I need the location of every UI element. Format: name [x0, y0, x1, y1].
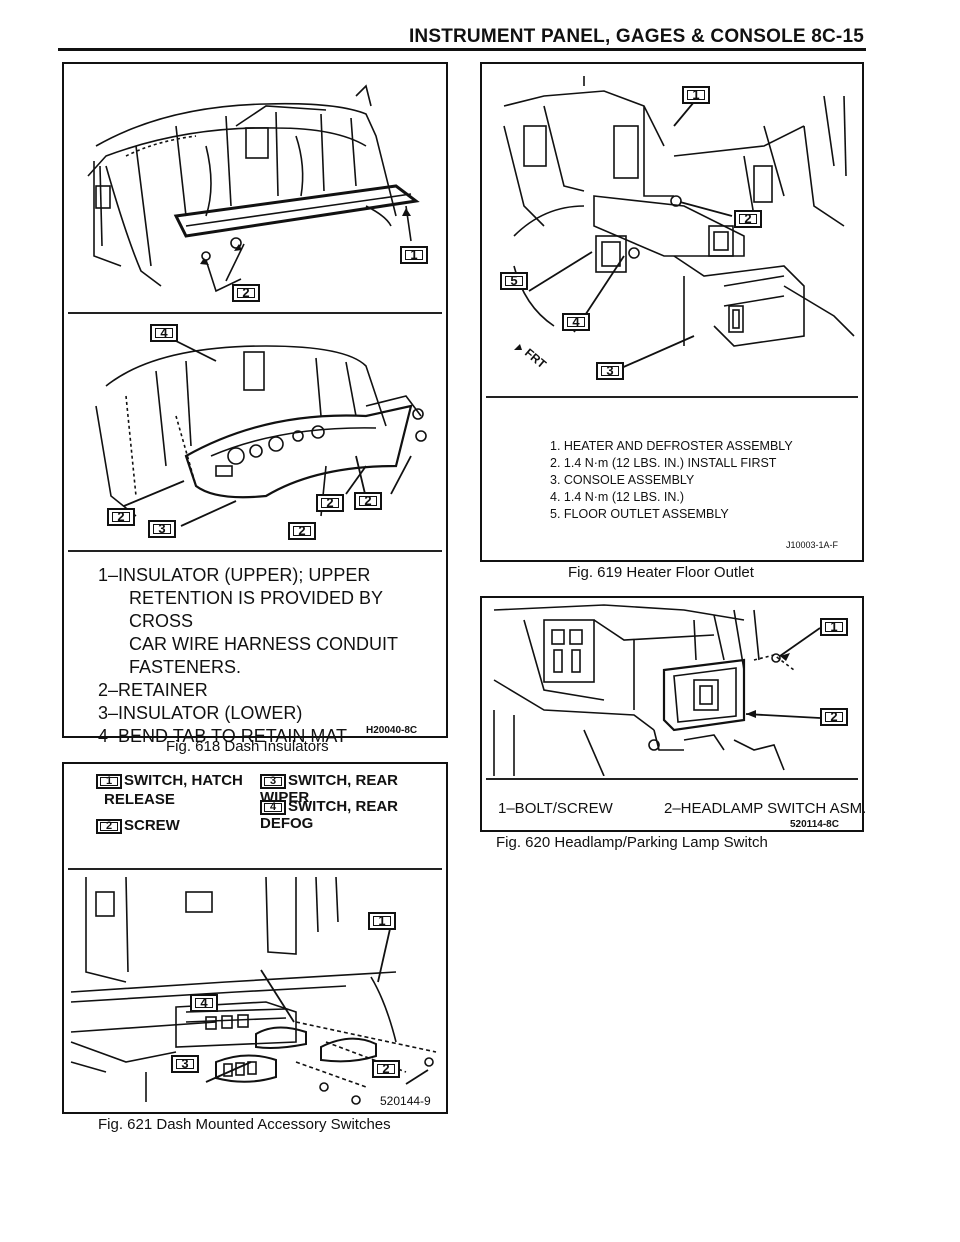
fig-621-legend-item-3-text: SWITCH, REAR WIPER — [260, 772, 398, 806]
fig-618-caption: Fig. 618 Dash Insulators — [166, 738, 329, 755]
fig-618-callout-3: 3 — [148, 520, 176, 538]
fig-618-divider-2 — [68, 550, 442, 552]
fig-618-bottom-illustration — [95, 335, 427, 527]
fig-621-legend-item-2-text: SCREW — [124, 817, 180, 834]
header-rule — [58, 48, 866, 51]
fig-621-legend-item-4-text: SWITCH, REAR DEFOG — [260, 798, 398, 832]
fig-621-divider — [68, 868, 442, 870]
fig-619-legend-line-4: 4. 1.4 N·m (12 LBS. IN.) — [550, 490, 685, 504]
fig-621-code: 520144-9 — [380, 1094, 431, 1108]
fig-619-callout-1: 1 — [682, 86, 710, 104]
fig-619-callout-3: 3 — [596, 362, 624, 380]
fig-618-legend-line-6: 3–INSULATOR (LOWER) — [98, 703, 303, 723]
fig-619-legend: 1. HEATER AND DEFROSTER ASSEMBLY 2. 1.4 … — [550, 438, 850, 523]
fig-618-callout-2d: 2 — [354, 492, 382, 510]
fig-618-callout-2e: 2 — [288, 522, 316, 540]
fig-620-legend-right: 2–HEADLAMP SWITCH ASM. — [664, 800, 867, 817]
fig-620-illustration — [493, 604, 821, 776]
page-header-title: INSTRUMENT PANEL, GAGES & CONSOLE 8C-15 — [408, 26, 864, 47]
fig-620-legend-left: 1–BOLT/SCREW — [498, 800, 613, 817]
callout-box-icon: 2 — [96, 818, 122, 834]
fig-619-callout-5: 5 — [500, 272, 528, 290]
fig-620-frame — [480, 596, 864, 832]
fig-619-legend-line-2: 2. 1.4 N·m (12 LBS. IN.) INSTALL FIRST — [550, 456, 777, 470]
fig-619-code: J10003-1A-F — [786, 540, 839, 550]
fig-620-caption: Fig. 620 Headlamp/Parking Lamp Switch — [496, 834, 768, 851]
fig-621-illustration — [70, 876, 437, 1105]
fig-618-callout-2c: 2 — [316, 494, 344, 512]
fig-619-frt-label: FRT — [522, 346, 549, 372]
fig-621-legend-item-1b: RELEASE — [104, 791, 175, 808]
fig-619-legend-line-1: 1. HEATER AND DEFROSTER ASSEMBLY — [550, 439, 793, 453]
fig-618-legend-line-2: RETENTION IS PROVIDED BY CROSS — [129, 588, 383, 631]
fig-618-legend-line-3: CAR WIRE HARNESS CONDUIT — [129, 634, 399, 654]
callout-box-icon: 1 — [96, 773, 122, 789]
callout-box-icon: 4 — [260, 799, 286, 815]
fig-621-callout-1: 1 — [368, 912, 396, 930]
fig-618-callout-1: 1 — [400, 246, 428, 264]
fig-619-legend-line-3: 3. CONSOLE ASSEMBLY — [550, 473, 695, 487]
fig-618-callout-2: 2 — [232, 284, 260, 302]
fig-621-callout-3: 3 — [171, 1055, 199, 1073]
fig-618-top-illustration — [87, 84, 420, 293]
fig-621-caption: Fig. 621 Dash Mounted Accessory Switches — [98, 1116, 391, 1133]
fig-618-divider-1 — [68, 312, 442, 314]
fig-619-legend-line-5: 5. FLOOR OUTLET ASSEMBLY — [550, 507, 729, 521]
fig-621-legend-item-1-text: SWITCH, HATCH — [124, 772, 243, 789]
fig-620-code: 520114-8C — [790, 819, 839, 830]
fig-618-legend-line-7: 4–BEND TAB TO RETAIN MAT — [98, 726, 348, 746]
fig-618-callout-4: 4 — [150, 324, 178, 342]
fig-619-callout-2: 2 — [734, 210, 762, 228]
fig-621-callout-4: 4 — [190, 994, 218, 1012]
fig-619-divider — [486, 396, 858, 398]
fig-621-callout-2: 2 — [372, 1060, 400, 1078]
fig-620-divider — [486, 778, 858, 780]
fig-618-callout-2b: 2 — [107, 508, 135, 526]
fig-618-legend-line-4: FASTENERS. — [129, 657, 242, 677]
fig-619-frame — [480, 62, 864, 562]
fig-619-callout-4: 4 — [562, 313, 590, 331]
fig-621-frame — [62, 762, 448, 1114]
fig-619-caption: Fig. 619 Heater Floor Outlet — [568, 564, 754, 581]
fig-620-callout-1: 1 — [820, 618, 848, 636]
callout-box-icon: 3 — [260, 773, 286, 789]
fig-620-callout-2: 2 — [820, 708, 848, 726]
fig-618-legend-line-1: 1–INSULATOR (UPPER); UPPER — [98, 565, 371, 585]
fig-619-illustration: FRT — [503, 76, 855, 372]
fig-618-frame — [62, 62, 448, 738]
fig-618-legend: 1–INSULATOR (UPPER); UPPER RETENTION IS … — [98, 564, 438, 748]
fig-618-legend-line-5: 2–RETAINER — [98, 680, 208, 700]
fig-618-code: H20040-8C — [366, 725, 418, 736]
